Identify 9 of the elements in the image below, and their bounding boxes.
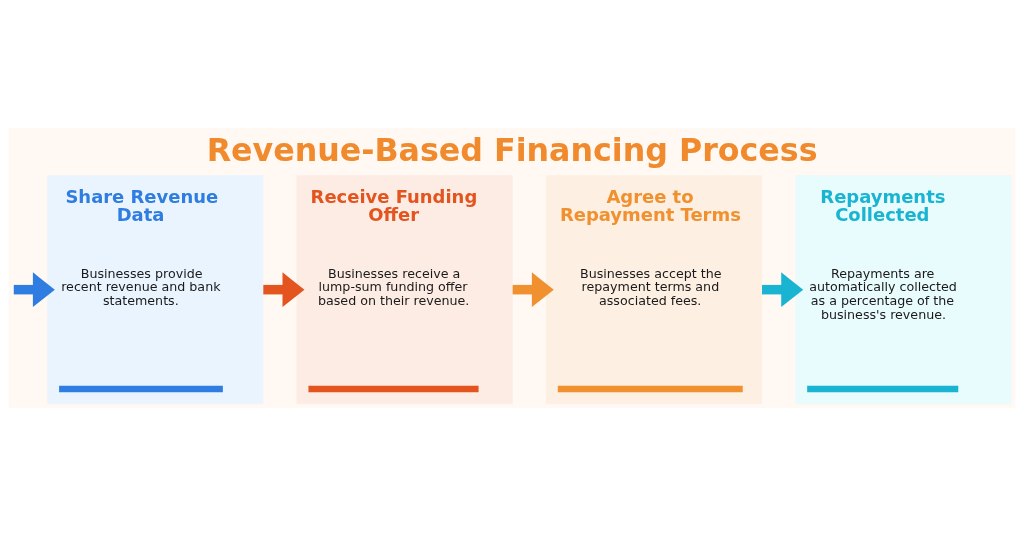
node-box: Share Revenue Data Businesses provide recent revenue and bank statements.: [47, 175, 264, 405]
node-box: Agree to Repayment Terms Businesses accept the repayment terms and associated fees.: [545, 175, 762, 405]
arrow: [512, 272, 554, 307]
node-box: Repayments Collected Repayments are automatically collected as a percentage of the business's revenue.: [795, 175, 1012, 405]
arrow: [13, 272, 55, 307]
node-box: Receive Funding Offer Businesses receive a lump-sum funding offer based on their revenue.: [296, 175, 513, 405]
arrow: [263, 272, 305, 307]
diagram-title: Revenue-Based Financing Process: [206, 131, 818, 168]
arrow: [762, 272, 804, 307]
